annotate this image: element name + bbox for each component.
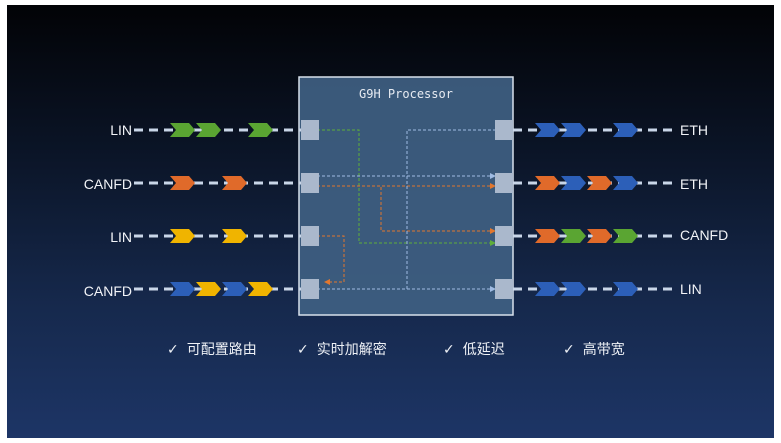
route-lin1-to-canfd — [317, 129, 496, 246]
right-frame-blue — [535, 282, 560, 296]
right-frame-orange — [535, 229, 560, 243]
right-frame-blue — [535, 123, 560, 137]
check-icon: ✓ — [297, 342, 309, 358]
left-port — [301, 120, 319, 140]
processor-box — [298, 76, 514, 316]
left-frame-green — [248, 123, 273, 137]
left-port — [301, 173, 319, 193]
left-frame-blue — [170, 282, 195, 296]
right-frame-blue — [561, 282, 586, 296]
left-frame-yellow — [222, 229, 247, 243]
right-frame-orange — [587, 229, 612, 243]
check-icon: ✓ — [563, 342, 575, 358]
right-port-label: CANFD — [680, 227, 729, 243]
left-port-label: CANFD — [83, 283, 132, 299]
left-frame-orange — [222, 176, 247, 190]
left-frame-yellow — [248, 282, 273, 296]
route-lin2-to-canfd2 — [317, 235, 345, 285]
right-port — [495, 279, 513, 299]
right-port — [495, 173, 513, 193]
gateway-diagram — [134, 76, 675, 316]
right-frame-green — [613, 229, 638, 243]
right-frame-blue — [613, 282, 638, 296]
left-port-label: CANFD — [83, 176, 132, 192]
left-frame-blue — [222, 282, 247, 296]
left-frame-green — [170, 123, 195, 137]
slide-background: G9H Processor LIN CANFD LIN CANFD ETH ET… — [7, 5, 774, 438]
right-port-label: LIN — [680, 281, 702, 297]
feature-low-latency: ✓低延迟 — [443, 342, 505, 358]
left-port — [301, 226, 319, 246]
feature-high-bandwidth: ✓高带宽 — [563, 342, 625, 358]
right-port-label: ETH — [680, 122, 708, 138]
left-frame-green — [196, 123, 221, 137]
route-eth-up — [406, 129, 495, 289]
right-frame-green — [561, 229, 586, 243]
left-frame-yellow — [196, 282, 221, 296]
right-port — [495, 120, 513, 140]
left-port-label: LIN — [110, 229, 132, 245]
left-port — [301, 279, 319, 299]
right-frame-blue — [613, 176, 638, 190]
feature-configurable-routing: ✓可配置路由 — [167, 342, 257, 358]
right-frame-blue — [561, 176, 586, 190]
right-port — [495, 226, 513, 246]
feature-realtime-encryption: ✓实时加解密 — [297, 342, 387, 358]
processor-title: G9H Processor — [359, 87, 453, 101]
right-frame-orange — [587, 176, 612, 190]
left-port-label: LIN — [110, 122, 132, 138]
right-frame-orange — [535, 176, 560, 190]
left-frame-yellow — [170, 229, 195, 243]
right-frame-blue — [613, 123, 638, 137]
right-port-label: ETH — [680, 176, 708, 192]
check-icon: ✓ — [167, 342, 179, 358]
check-icon: ✓ — [443, 342, 455, 358]
left-frame-orange — [170, 176, 195, 190]
right-frame-blue — [561, 123, 586, 137]
